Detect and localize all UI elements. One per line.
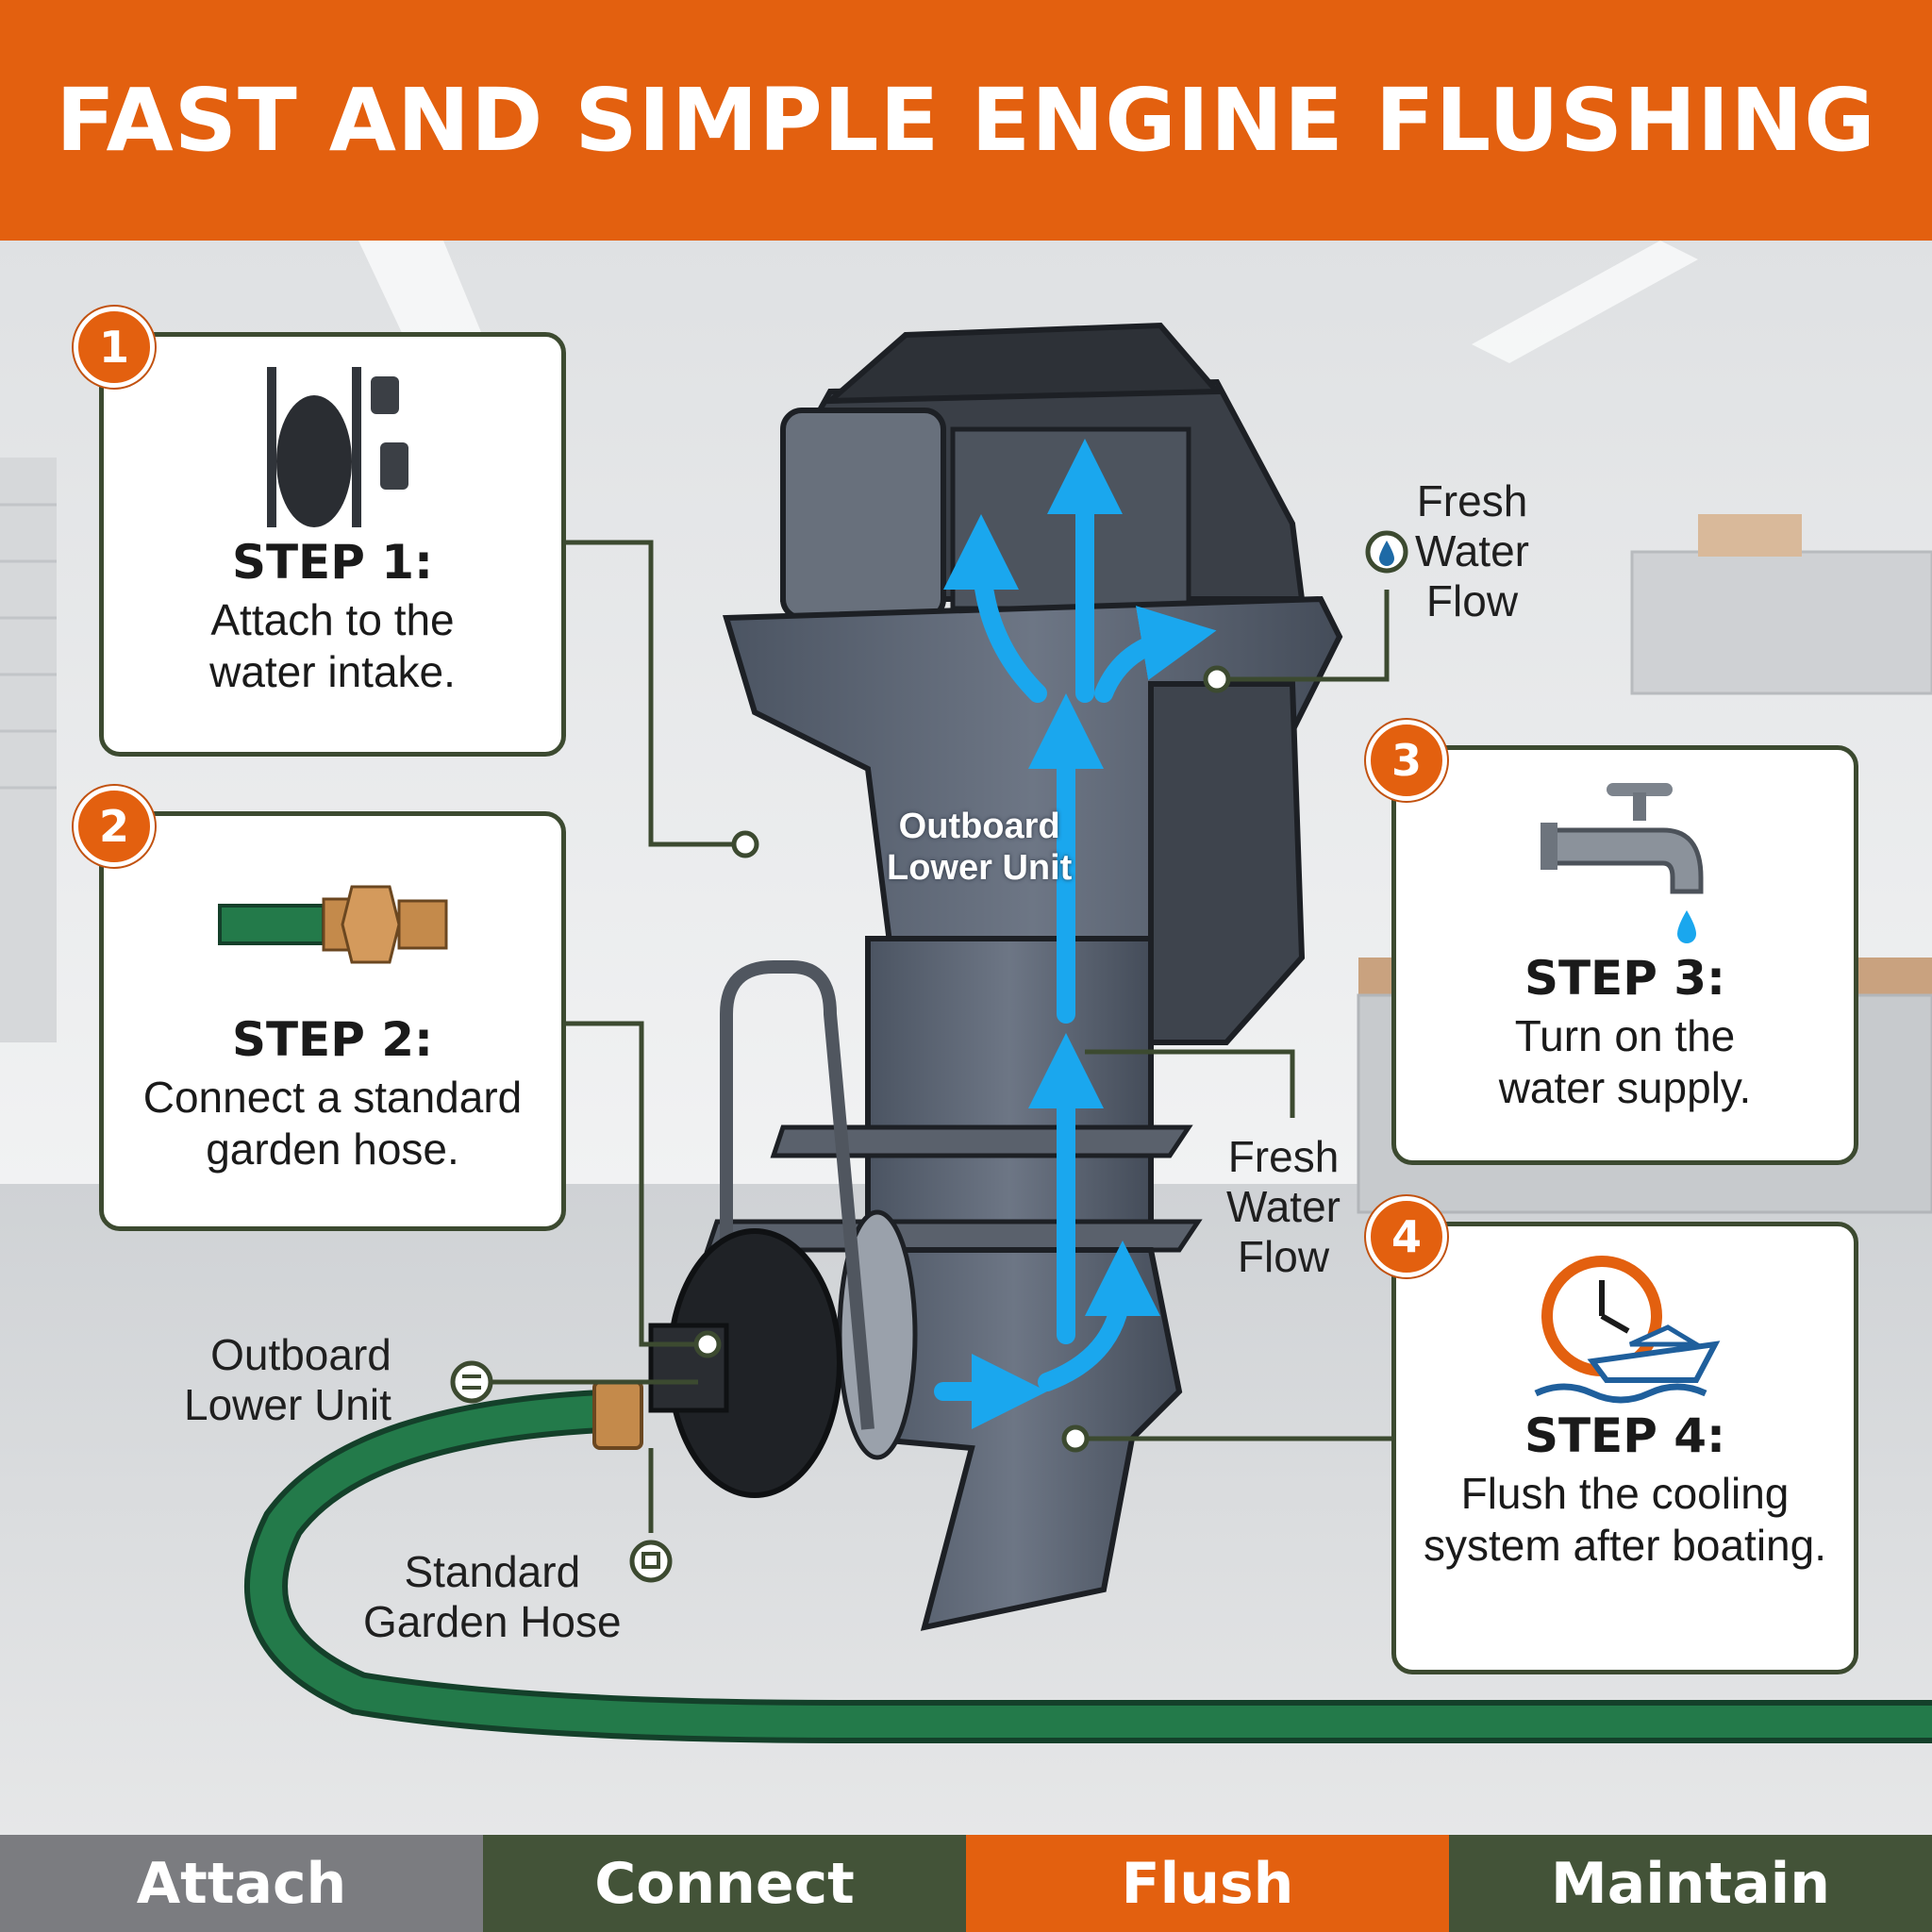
title-banner: FAST AND SIMPLE ENGINE FLUSHING <box>0 0 1932 241</box>
step-1-text: Attach to the water intake. <box>209 595 456 697</box>
standard-garden-hose-label: Standard Garden Hose <box>363 1547 622 1646</box>
tab-connect[interactable]: Connect <box>483 1835 966 1932</box>
step-4-text: Flush the cooling system after boating. <box>1424 1469 1826 1571</box>
leader-lines <box>472 540 1396 1533</box>
flush-muffs-icon <box>266 367 408 527</box>
faucet-icon <box>1540 783 1703 943</box>
tab-flush[interactable]: Flush <box>966 1835 1449 1932</box>
step-4-badge: 4 <box>1366 1196 1447 1277</box>
outboard-lower-unit-label-center: Outboard Lower Unit <box>887 807 1073 888</box>
outboard-motor <box>704 322 1343 1631</box>
step-3-badge-top: 3 <box>1366 720 1447 801</box>
bottom-tab-bar: Attach Connect Flush Maintain <box>0 1835 1932 1932</box>
hose-connector-icon <box>217 885 447 964</box>
water-flow-arrows <box>934 439 1217 1429</box>
step-1-card: STEP 1: Attach to the water intake. <box>99 332 566 757</box>
clock-boat-icon <box>1534 1256 1720 1404</box>
tab-maintain[interactable]: Maintain <box>1449 1835 1932 1932</box>
step-2-card: STEP 2: Connect a standard garden hose. <box>99 811 566 1231</box>
illustration-scene: STEP 1: Attach to the water intake. 1 ST… <box>0 241 1932 1835</box>
tab-attach[interactable]: Attach <box>0 1835 483 1932</box>
step-2-title: STEP 2: <box>231 1012 434 1067</box>
step-3-title: STEP 3: <box>1524 951 1726 1006</box>
step-3-text: Turn on the water supply. <box>1498 1011 1752 1113</box>
step-3-content-card: STEP 3: Turn on the water supply. <box>1391 745 1858 1165</box>
step-2-text: Connect a standard garden hose. <box>142 1073 523 1174</box>
step-2-badge: 2 <box>74 786 155 867</box>
fresh-water-flow-label-top: Fresh Water Flow <box>1415 476 1529 625</box>
outboard-lower-unit-label-left: Outboard Lower Unit <box>184 1330 391 1429</box>
step-1-title: STEP 1: <box>231 535 434 590</box>
page-title: FAST AND SIMPLE ENGINE FLUSHING <box>56 70 1876 171</box>
step-1-badge: 1 <box>74 307 155 388</box>
step-4-title: STEP 4: <box>1524 1408 1726 1463</box>
fresh-water-flow-label-mid: Fresh Water Flow <box>1226 1132 1341 1281</box>
step-4-card: STEP 4: Flush the cooling system after b… <box>1391 1222 1858 1674</box>
